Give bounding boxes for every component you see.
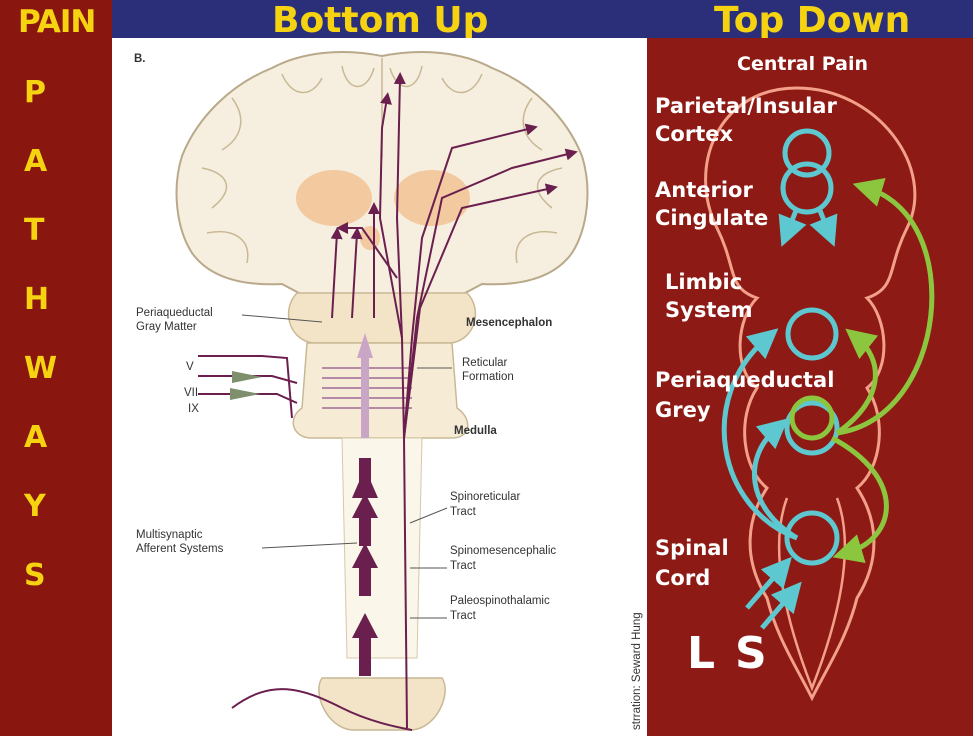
pag-label-line2: Gray Matter: [136, 321, 197, 333]
periaqueductal-label-line2: Grey: [655, 398, 711, 423]
top-down-title: Top Down: [714, 0, 910, 41]
medulla-label: Medulla: [454, 425, 497, 437]
letter-h: H: [24, 285, 54, 354]
pag-label-line1: Periaqueductal: [136, 307, 213, 319]
letter-y: Y: [24, 492, 54, 561]
multisynaptic-label-line2: Afferent Systems: [136, 543, 224, 555]
multisynaptic-label-line1: Multisynaptic: [136, 529, 203, 541]
spinoreticular-label-line1: Spinoreticular: [450, 491, 520, 503]
paleospinothalamic-label-line1: Paleospinothalamic: [450, 595, 550, 607]
pain-title: PAIN: [18, 4, 95, 40]
cyan-circles: [783, 131, 837, 563]
limbic-label-line1: Limbic: [665, 270, 742, 295]
bottom-up-title: Bottom Up: [272, 0, 488, 41]
spinoreticular-label-line2: Tract: [450, 506, 477, 518]
spinal-label-line1: Spinal: [655, 536, 729, 561]
medulla-shape: [342, 438, 422, 658]
cranial-nerve-inputs: [198, 356, 297, 418]
s-label: S: [735, 628, 767, 679]
spinomesencephalic-label-line1: Spinomesencephalic: [450, 545, 556, 557]
mesencephalon-shape: [289, 293, 476, 343]
anterior-label-line2: Cingulate: [655, 206, 768, 231]
green-arrows: [832, 188, 932, 553]
pathways-vertical-word: P A T H W A Y S: [24, 78, 54, 630]
reticular-label-line2: Formation: [462, 371, 514, 383]
bottom-up-panel: B. Periaqueductal Gray Matter Mesencepha…: [112, 38, 647, 736]
thalamus-left: [296, 170, 372, 226]
letter-w: W: [24, 354, 54, 423]
l-label: L: [687, 628, 715, 679]
parietal-label-line2: Cortex: [655, 122, 733, 147]
bottom-up-diagram: B. Periaqueductal Gray Matter Mesencepha…: [112, 38, 647, 736]
nerve-vii-label: VII: [184, 387, 198, 399]
limbic-label-line2: System: [665, 298, 752, 323]
paleospinothalamic-label-line2: Tract: [450, 610, 477, 622]
top-down-panel: Central Pain Parietal/Insular Cortex Ant…: [647, 38, 973, 736]
parietal-label-line1: Parietal/Insular: [655, 94, 837, 119]
periaqueductal-label-line1: Periaqueductal: [655, 368, 834, 393]
spinal-label-line2: Cord: [655, 566, 710, 591]
nerve-v-label: V: [186, 361, 194, 373]
letter-a: A: [24, 147, 54, 216]
letter-s: S: [24, 561, 54, 630]
reticular-label-line1: Reticular: [462, 357, 508, 369]
pons-shape: [293, 343, 467, 438]
anterior-label-line1: Anterior: [655, 178, 753, 203]
mesencephalon-label: Mesencephalon: [466, 317, 552, 329]
nerve-ix-label: IX: [188, 403, 199, 415]
spinomesencephalic-label-line2: Tract: [450, 560, 477, 572]
letter-t: T: [24, 216, 54, 285]
letter-a2: A: [24, 423, 54, 492]
letter-p: P: [24, 78, 54, 147]
illustration-credit: strration: Seward Hung: [631, 612, 643, 730]
figure-letter: B.: [134, 53, 146, 65]
central-pain-label: Central Pain: [737, 52, 868, 77]
